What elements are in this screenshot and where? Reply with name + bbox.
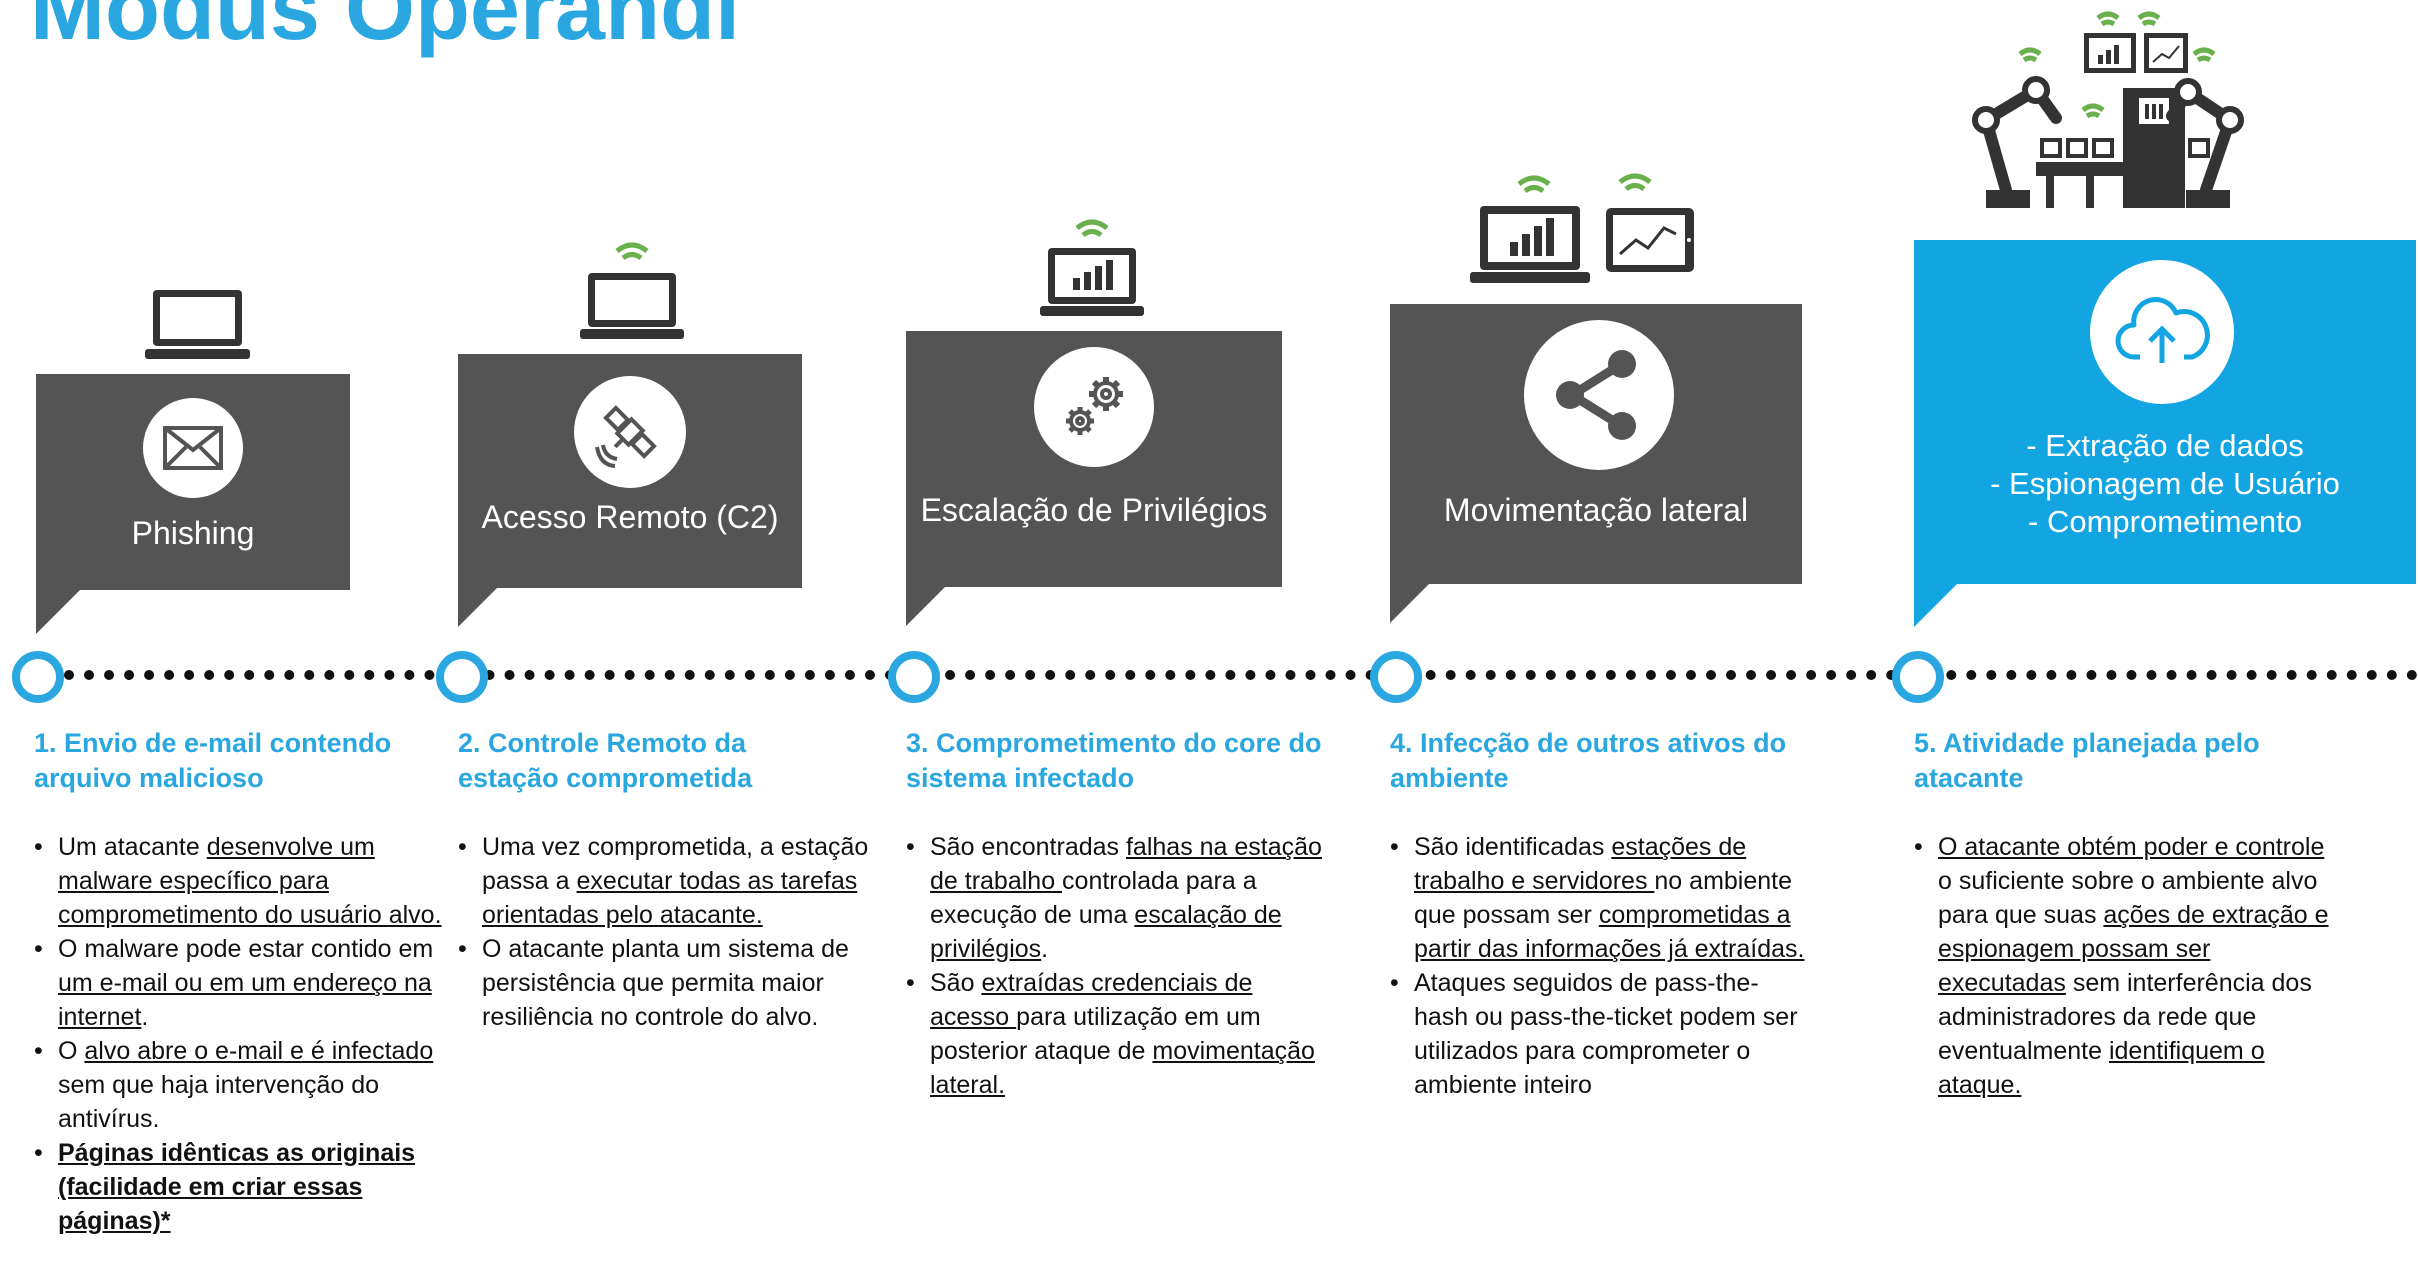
timeline-node-5 [1892, 651, 1944, 703]
cloud-upload-icon [2115, 297, 2210, 363]
bullet-text-segment: Um atacante [58, 833, 207, 861]
envelope-icon [163, 426, 223, 470]
robot-factory-icon [1972, 11, 2244, 208]
stage-5-bullets: O atacante obtém poder e controle o sufi… [1914, 830, 2334, 1102]
bullet-text-segment: um e-mail ou em um endereço na internet [58, 969, 432, 1031]
bullet-text-segment: Ataques seguidos de pass-the-hash ou pas… [1414, 969, 1798, 1099]
stage-2-bullet-1: Uma vez comprometida, a estação passa a … [458, 830, 878, 932]
laptop-icon [145, 290, 250, 359]
bullet-text-segment: sem interferência dos administradores da… [1938, 969, 2312, 1065]
bullet-text-segment: ações de extração e espionagem possam se… [1938, 901, 2329, 997]
stage-1-label: Phishing [131, 515, 255, 551]
stage-1-bullets: Um atacante desenvolve um malware especí… [34, 830, 444, 1238]
bullet-text-segment: movimentação lateral. [930, 1037, 1315, 1099]
bullet-text-segment: escalação de privilégios [930, 901, 1282, 963]
stage-1-icon-circle [143, 398, 243, 498]
stage-4-heading: 4. Infecção de outros ativos do ambiente [1390, 728, 1787, 793]
stage-5-bullet-1: O atacante obtém poder e controle o sufi… [1914, 830, 2334, 1102]
stage-1-bullet-2: O malware pode estar contido em um e-mai… [34, 932, 444, 1034]
share-icon [1556, 350, 1636, 440]
bullet-text-segment: O atacante planta um sistema de persistê… [482, 935, 849, 1031]
stage-5-box: - Extração de dados - Espionagem de Usuá… [1914, 240, 2416, 584]
stage-4-callout-tail [1390, 583, 1430, 623]
stage-1-bullet-1: Um atacante desenvolve um malware especí… [34, 830, 444, 932]
stage-3-box: Escalação de Privilégios [906, 331, 1282, 587]
gears-icon [1066, 377, 1123, 435]
stage-3-heading: 3. Comprometimento do core do sistema in… [906, 728, 1322, 793]
bullet-text-segment: O atacante obtém poder e controle [1938, 833, 2325, 861]
stage-3-icon-circle [1034, 347, 1154, 467]
bullet-text-segment: comprometidas a partir das informações j… [1414, 901, 1805, 963]
stage-1-bullet-3: O alvo abre o e-mail e é infectado sem q… [34, 1034, 444, 1136]
stage-5-callout-tail [1914, 583, 1958, 627]
stage-1-callout-tail [36, 589, 81, 634]
stage-5-outcome-3: - Comprometimento [2028, 504, 2302, 539]
bullet-text-segment: São [930, 969, 982, 997]
stage-3-callout-tail [906, 586, 946, 626]
bullet-text-segment: São identificadas [1414, 833, 1612, 861]
satellite-icon [595, 405, 657, 468]
stage-2-heading: 2. Controle Remoto da estação comprometi… [458, 728, 753, 793]
bullet-text-segment: identifiquem o ataque. [1938, 1037, 2265, 1099]
bullet-text-segment: sem que haja intervenção do antivírus. [58, 1071, 380, 1133]
bullet-text-segment: . [141, 1003, 149, 1031]
bullet-text-segment: falhas na estação de trabalho [930, 833, 1322, 895]
bullet-text-segment: desenvolve um malware específico para co… [58, 833, 442, 929]
bullet-text-segment: controlada para a execução de uma [930, 867, 1257, 929]
page-title: Modus Operandi [30, 0, 741, 59]
stage-2-bullet-2: O atacante planta um sistema de persistê… [458, 932, 878, 1034]
laptop-chart-wifi-icon [1040, 219, 1144, 316]
laptop-tablet-wifi-icon [1470, 173, 1694, 283]
timeline-line [64, 670, 2418, 680]
bullet-text-segment: Uma vez comprometida, a estação passa a [482, 833, 869, 895]
stage-3-bullet-1: São encontradas falhas na estação de tra… [906, 830, 1336, 966]
timeline-node-3 [888, 651, 940, 703]
stage-2-callout-tail [458, 587, 498, 627]
bullet-text-segment: estações de trabalho e servidores [1414, 833, 1747, 895]
stage-2-box: Acesso Remoto (C2) [458, 354, 802, 588]
stage-4-bullets: São identificadas estações de trabalho e… [1390, 830, 1810, 1102]
stage-1-bullet-4: Páginas idênticas as originais (facilida… [34, 1136, 444, 1238]
bullet-text-segment: Páginas idênticas as originais (facilida… [58, 1139, 416, 1235]
timeline-node-2 [436, 651, 488, 703]
stage-4-label: Movimentação lateral [1443, 492, 1749, 528]
laptop-wifi-icon [580, 242, 684, 339]
stage-4-bullet-2: Ataques seguidos de pass-the-hash ou pas… [1390, 966, 1810, 1102]
stage-2-label: Acesso Remoto (C2) [481, 499, 779, 535]
bullet-text-segment: O [58, 1037, 85, 1065]
stage-2-icon-circle [574, 376, 686, 488]
stage-1-heading: 1. Envio de e-mail contendo arquivo mali… [34, 728, 392, 793]
bullet-text-segment: o suficiente sobre o ambiente alvo para … [1938, 867, 2318, 929]
stage-5-outcomes: - Extração de dados - Espionagem de Usuá… [1914, 427, 2416, 541]
bullet-text-segment: no ambiente que possam ser [1414, 867, 1793, 929]
stage-3-bullets: São encontradas falhas na estação de tra… [906, 830, 1336, 1102]
bullet-text-segment: extraídas credenciais de acesso [930, 969, 1253, 1031]
stage-5-outcome-1: - Extração de dados [2026, 428, 2304, 463]
bullet-text-segment: São encontradas [930, 833, 1126, 861]
bullet-text-segment: executar todas as tarefas orientadas pel… [482, 867, 858, 929]
stage-4-icon-circle [1524, 320, 1674, 470]
stage-5-icon-circle [2090, 260, 2234, 404]
bullet-text-segment: alvo abre o e-mail e é infectado [84, 1037, 434, 1065]
stage-4-bullet-1: São identificadas estações de trabalho e… [1390, 830, 1810, 966]
stage-3-bullet-2: São extraídas credenciais de acesso para… [906, 966, 1336, 1102]
stage-5-outcome-2: - Espionagem de Usuário [1990, 466, 2340, 501]
timeline-node-4 [1370, 651, 1422, 703]
timeline-node-1 [12, 651, 64, 703]
stage-2-bullets: Uma vez comprometida, a estação passa a … [458, 830, 878, 1034]
stage-3-label: Escalação de Privilégios [920, 492, 1268, 528]
stage-5-heading: 5. Atividade planejada pelo atacante [1914, 728, 2260, 793]
stage-1-box: Phishing [36, 374, 350, 590]
bullet-text-segment: . [1041, 935, 1049, 963]
stage-4-box: Movimentação lateral [1390, 304, 1802, 584]
bullet-text-segment: O malware pode estar contido em [58, 935, 434, 963]
bullet-text-segment: para utilização em um posterior ataque d… [930, 1003, 1261, 1065]
